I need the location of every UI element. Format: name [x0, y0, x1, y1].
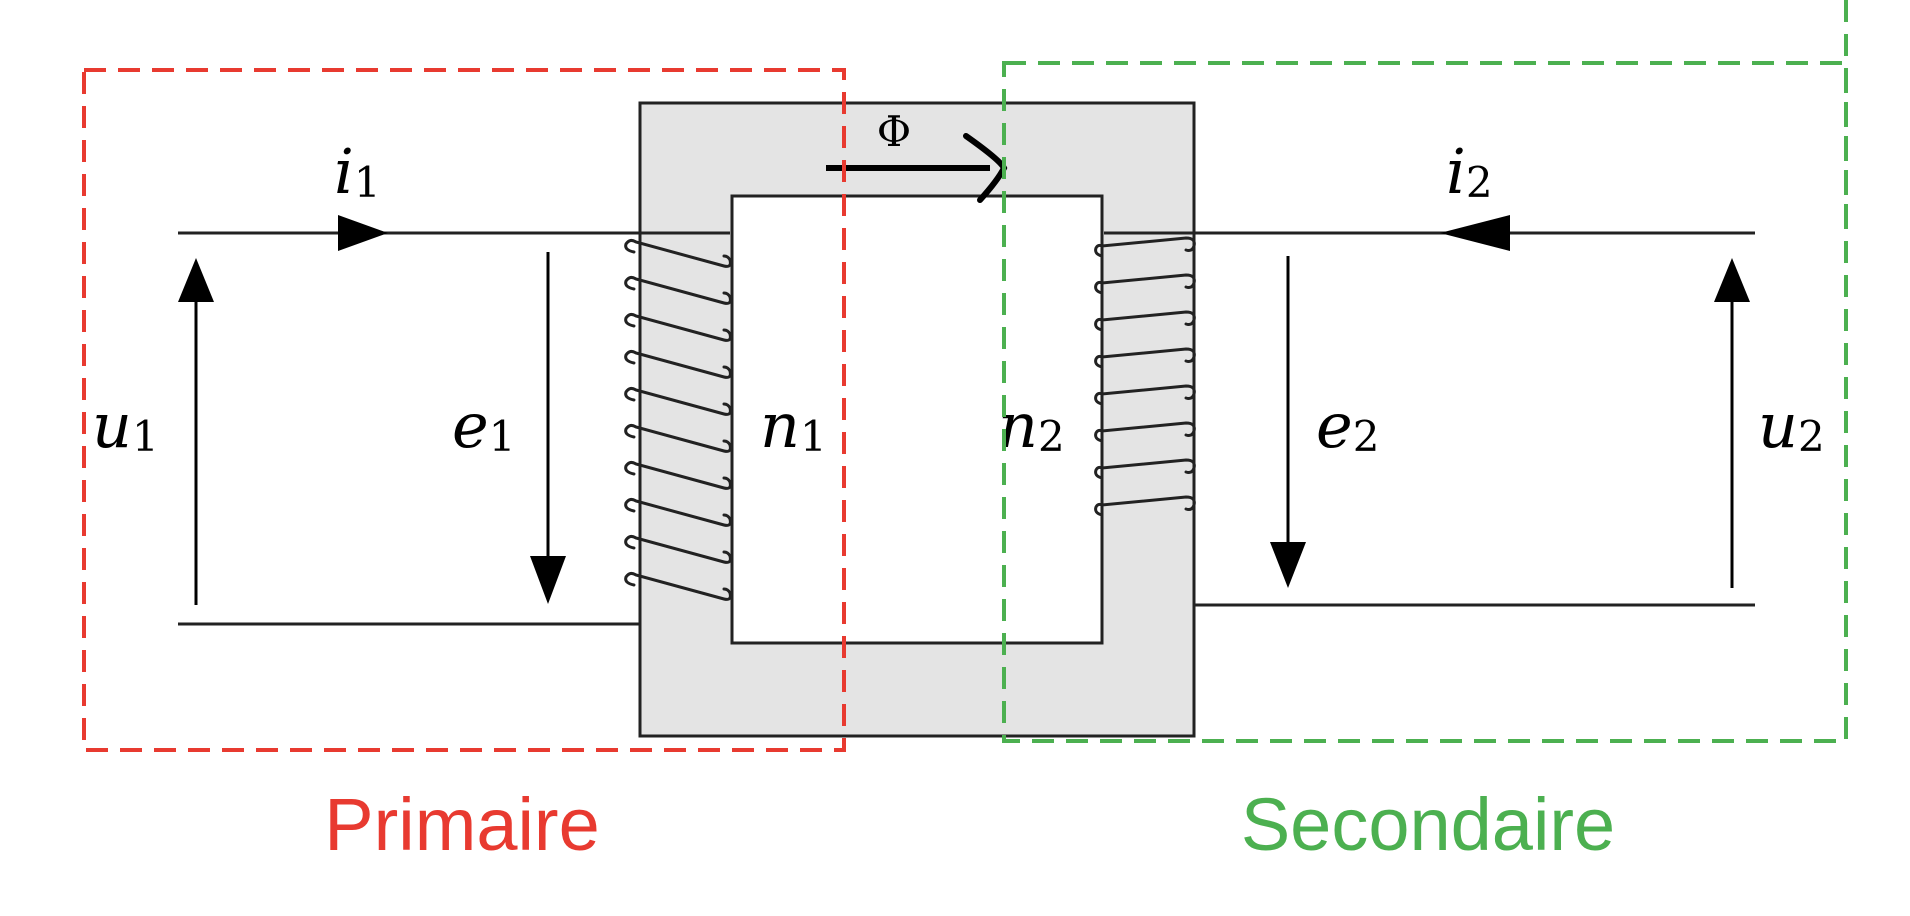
i1-arrow-icon	[338, 215, 388, 251]
secondary-coil-turn	[1094, 421, 1196, 443]
primary-region-box	[82, 68, 846, 752]
u2-label: u2	[1758, 389, 1825, 462]
secondary-winding	[1094, 236, 1196, 517]
primary-coil-turn	[624, 386, 732, 416]
secondary-coil-turn	[1094, 347, 1196, 369]
i2-label: i2	[1446, 135, 1493, 208]
primary-coil-turn	[624, 238, 732, 268]
secondary-coil-turn	[1094, 310, 1196, 332]
e2-label: e2	[1316, 389, 1379, 462]
i1-label: i1	[334, 135, 381, 208]
magnetic-core	[638, 101, 1196, 738]
e1-arrow-icon	[530, 556, 566, 604]
u1-arrow-icon	[178, 258, 214, 302]
secondary-coil-turn	[1094, 384, 1196, 406]
secondary-coil-turn	[1094, 495, 1196, 517]
primary-winding	[624, 238, 732, 601]
secondary-coil-turn	[1094, 458, 1196, 480]
primary-coil-turn	[624, 349, 732, 379]
secondary-coil-turn	[1094, 273, 1196, 295]
secondary-region-box	[1002, 61, 1848, 743]
primary-coil-turn	[624, 312, 732, 342]
secondary-caption: Secondaire	[1241, 783, 1615, 866]
e1-label: e1	[452, 389, 515, 462]
e2-arrow-icon	[1270, 542, 1306, 588]
primary-coil-turn	[624, 497, 732, 527]
primary-coil-turn	[624, 275, 732, 305]
primary-coil-turn	[624, 423, 732, 453]
u2-arrow-icon	[1714, 258, 1750, 302]
primary-caption: Primaire	[324, 783, 599, 866]
n1-label: n1	[760, 389, 827, 462]
primary-coil-turn	[624, 460, 732, 490]
flux-label: Φ	[877, 107, 911, 156]
secondary-coil-turn	[1094, 236, 1196, 258]
n2-label: n2	[998, 389, 1065, 462]
i2-arrow-icon	[1440, 215, 1510, 251]
u1-label: u1	[92, 389, 159, 462]
primary-coil-turn	[624, 534, 732, 564]
primary-coil-turn	[624, 571, 732, 601]
